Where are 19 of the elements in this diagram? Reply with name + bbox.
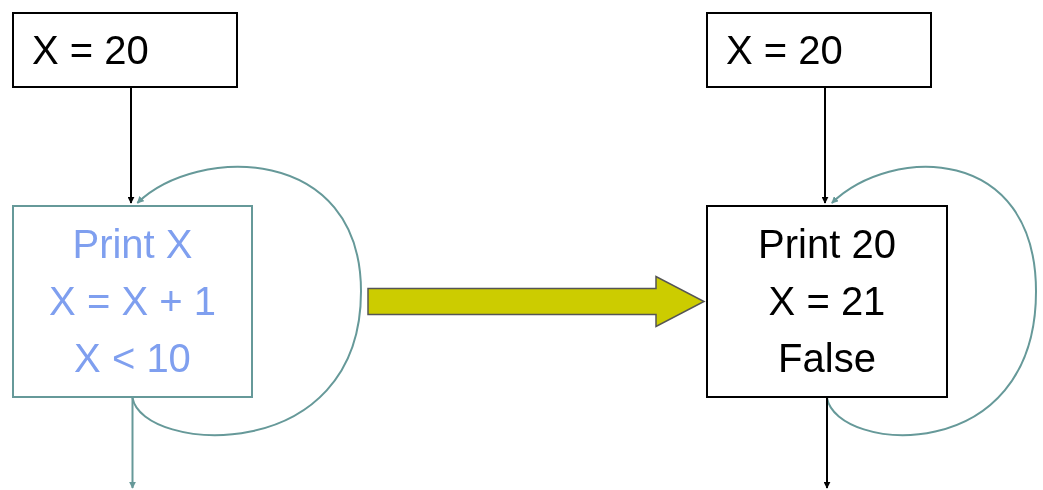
arrow [823, 397, 831, 489]
arrow [826, 166, 1037, 436]
process-box [706, 12, 932, 88]
box-text: Print X [72, 221, 193, 268]
arrow [127, 87, 135, 204]
process-box [706, 205, 948, 398]
box-text: X < 10 [74, 335, 191, 382]
arrow [129, 397, 136, 489]
box-text: X = 21 [768, 278, 886, 325]
box-text: Print 20 [758, 221, 896, 268]
block-arrow [367, 275, 706, 328]
process-box [12, 205, 253, 398]
box-text: X = 20 [32, 26, 149, 74]
box-text: False [778, 335, 876, 382]
box-text: X = 20 [726, 26, 843, 74]
arrow [821, 87, 829, 204]
arrow [131, 166, 362, 436]
process-box [12, 12, 238, 88]
box-text: X = X + 1 [49, 278, 216, 325]
